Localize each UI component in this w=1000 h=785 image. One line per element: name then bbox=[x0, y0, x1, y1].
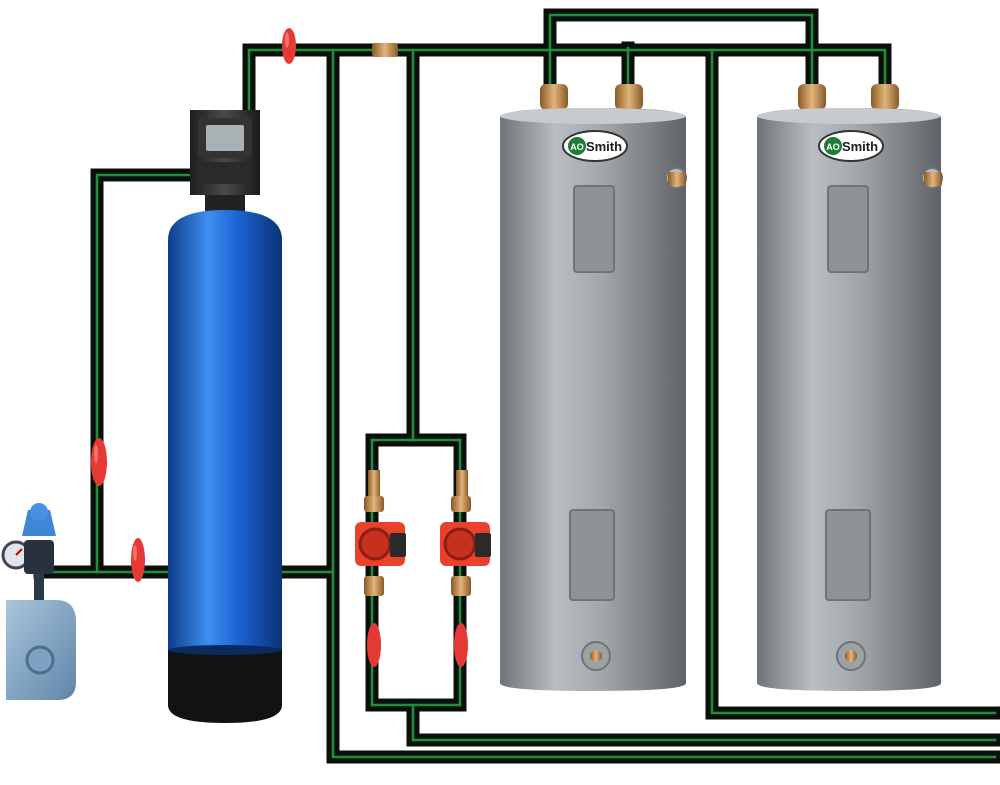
circulator-pumps bbox=[355, 470, 491, 596]
valve-pump-right-icon[interactable] bbox=[454, 623, 468, 667]
water-heater-1: AO Smith bbox=[500, 84, 687, 691]
pressure-pump bbox=[1, 503, 76, 700]
heater-2-logo-word: Smith bbox=[842, 139, 878, 154]
heater-2-logo: AO Smith bbox=[818, 130, 884, 162]
control-display bbox=[206, 125, 244, 151]
valves bbox=[91, 28, 468, 667]
circulator-pump-left bbox=[355, 470, 406, 596]
valve-top-icon[interactable] bbox=[282, 28, 296, 64]
valve-left-icon[interactable] bbox=[91, 438, 107, 486]
valve-pump-left-icon[interactable] bbox=[367, 623, 381, 667]
heater-1-logo-word: Smith bbox=[586, 139, 622, 154]
water-heater-2: AO Smith bbox=[757, 84, 943, 691]
circulator-pump-right bbox=[440, 470, 491, 596]
water-softener-tank bbox=[168, 110, 282, 723]
heater-1-logo-mark: AO bbox=[570, 142, 584, 152]
heater-1-logo: AO Smith bbox=[562, 130, 628, 162]
heater-2-logo-mark: AO bbox=[826, 142, 840, 152]
valve-inlet-icon[interactable] bbox=[131, 538, 145, 582]
brass-coupling bbox=[372, 43, 398, 57]
